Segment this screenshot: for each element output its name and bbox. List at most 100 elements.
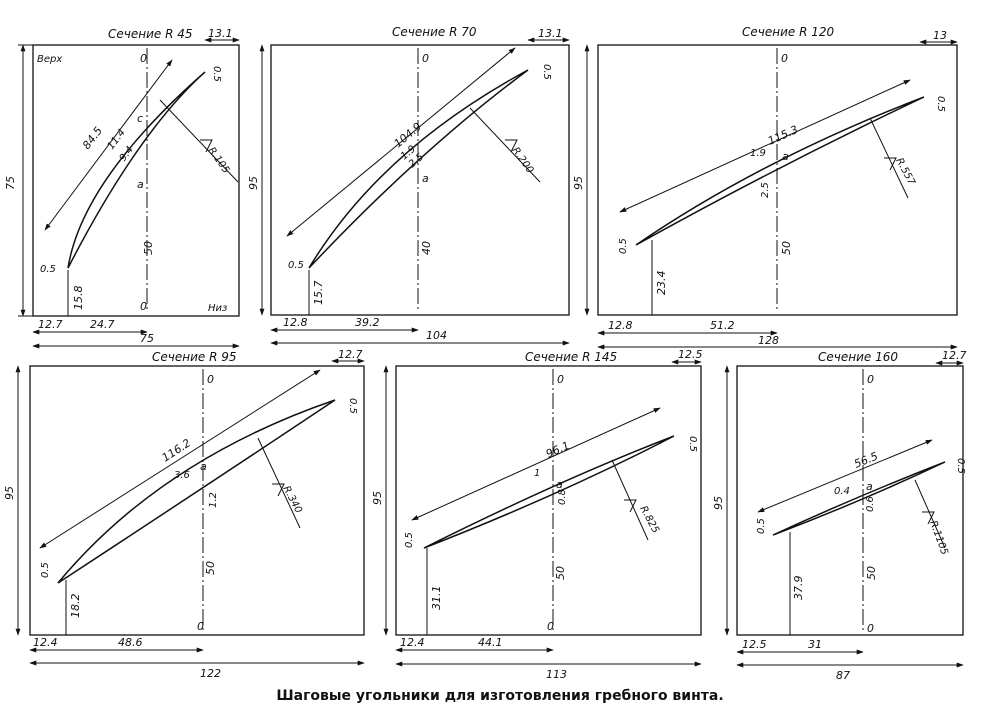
- root-thickness: 0.5: [618, 238, 629, 254]
- width-dimension: 75: [140, 332, 154, 345]
- bottom-dimension: 31: [808, 638, 822, 651]
- radius-label: R.105: [206, 145, 232, 175]
- bottom-dimension: 12.5: [742, 638, 767, 651]
- tip-dimension: 13.1: [208, 27, 233, 40]
- axis-zero-bottom: 0: [867, 622, 874, 635]
- figure-caption: Шаговые угольники для изготовления гребн…: [276, 688, 724, 704]
- panel-frame: [597, 44, 958, 316]
- tip-dimension: 13: [933, 29, 947, 42]
- templates-drawing: Сечение R 45 13.1 Верх Низ 0 0 75 84.5 1…: [3, 25, 967, 682]
- radius-leader-break: [272, 483, 285, 497]
- thickness-dimension: 0.6: [865, 496, 876, 512]
- radius-leader-break: [505, 139, 518, 153]
- point-label: a: [200, 460, 207, 473]
- root-thickness: 0.5: [40, 264, 56, 275]
- bottom-dimension: 51.2: [710, 319, 735, 332]
- section-title: Сечение R 45: [108, 27, 193, 41]
- tip-dimension: 12.7: [338, 348, 363, 361]
- panel-r120: [584, 39, 958, 350]
- panel-frame: [736, 365, 964, 636]
- chord-dimension-line: [619, 79, 911, 213]
- chord-dimension: 116.2: [160, 436, 193, 464]
- bottom-label: Низ: [208, 303, 227, 314]
- point-label: a: [422, 172, 429, 185]
- panel-frame: [270, 44, 570, 316]
- thickness-dimension: 3.6: [174, 470, 190, 481]
- point-label: a: [137, 178, 144, 191]
- chord-dimension: 115.3: [766, 123, 800, 148]
- bottom-dimension: 44.1: [478, 636, 503, 649]
- axis-zero-bottom: 0: [140, 300, 147, 313]
- axis-height: 40: [420, 241, 433, 255]
- radius-leader-break: [922, 511, 935, 525]
- root-height: 23.4: [655, 271, 668, 296]
- axis-height: 50: [865, 566, 878, 580]
- tip-thickness: 0.5: [211, 66, 222, 82]
- root-height: 18.2: [69, 594, 82, 619]
- height-dimension: 95: [371, 491, 384, 505]
- root-thickness: 0.5: [404, 532, 415, 548]
- axis-zero-top: 0: [140, 52, 147, 65]
- tip-thickness: 0.5: [541, 64, 552, 80]
- thickness-dimension: 1.2: [208, 492, 219, 508]
- height-dimension: 95: [712, 496, 725, 510]
- radius-leader: [159, 99, 239, 183]
- width-dimension: 122: [200, 667, 221, 680]
- point-label: a: [866, 480, 873, 493]
- radius-label: R.1105: [927, 519, 950, 556]
- radius-leader-break: [200, 139, 213, 153]
- radius-label: R.557: [893, 156, 917, 188]
- chord-dimension-line: [411, 407, 661, 521]
- tip-dimension: 12.7: [942, 349, 967, 362]
- radius-leader: [257, 437, 301, 529]
- axis-zero-top: 0: [422, 52, 429, 65]
- tip-thickness: 0.5: [955, 458, 966, 474]
- panel-frame: [395, 365, 702, 636]
- bottom-dimension: 48.6: [118, 636, 143, 649]
- height-dimension: 95: [247, 176, 260, 190]
- width-dimension: 128: [758, 334, 779, 347]
- panel-r45: [18, 37, 240, 349]
- radius-leader-break: [884, 157, 897, 171]
- tip-dimension: 13.1: [538, 27, 563, 40]
- root-height: 31.1: [430, 586, 443, 611]
- bottom-dimension: 12.8: [283, 316, 308, 329]
- panel-frame: [32, 44, 240, 317]
- blade-section-outline: [67, 71, 206, 269]
- blade-section-outline: [635, 96, 925, 246]
- chord-dimension-line: [286, 47, 516, 237]
- axis-zero-top: 0: [207, 373, 214, 386]
- section-title: Сечение R 120: [742, 25, 834, 39]
- section-title: Сечение R 145: [525, 350, 617, 364]
- axis-zero-bottom: 0: [197, 620, 204, 633]
- point-label: a: [782, 150, 789, 163]
- axis-zero-bottom: 0: [547, 620, 554, 633]
- width-dimension: 113: [546, 668, 567, 681]
- top-label: Верх: [37, 54, 62, 65]
- bottom-dimension: 12.4: [400, 636, 425, 649]
- width-dimension: 104: [426, 329, 447, 342]
- axis-zero-top: 0: [557, 373, 564, 386]
- thickness-dimension: 0.8: [557, 489, 568, 505]
- root-thickness: 0.5: [288, 260, 304, 271]
- bottom-dimension: 12.4: [33, 636, 58, 649]
- bottom-dimension: 12.8: [608, 319, 633, 332]
- blade-section-outline: [772, 461, 946, 536]
- panel-r160: [724, 360, 964, 668]
- point-label: a: [556, 478, 563, 491]
- root-thickness: 0.5: [40, 562, 51, 578]
- thickness-dimension: 0.4: [834, 486, 850, 497]
- thickness-dimension: 1.9: [750, 148, 766, 159]
- radius-leader-break: [624, 499, 637, 513]
- tip-thickness: 0.5: [687, 436, 698, 452]
- width-dimension: 87: [836, 669, 850, 682]
- thickness-dimension: 2.5: [760, 182, 771, 198]
- root-height: 37.9: [792, 576, 805, 601]
- panel-r145: [383, 359, 702, 667]
- tip-thickness: 0.5: [347, 398, 358, 414]
- section-title: Сечение 160: [818, 350, 898, 364]
- height-dimension: 95: [572, 176, 585, 190]
- radius-label: R.340: [280, 484, 303, 515]
- section-title: Сечение R 95: [152, 350, 237, 364]
- axis-height: 50: [554, 566, 567, 580]
